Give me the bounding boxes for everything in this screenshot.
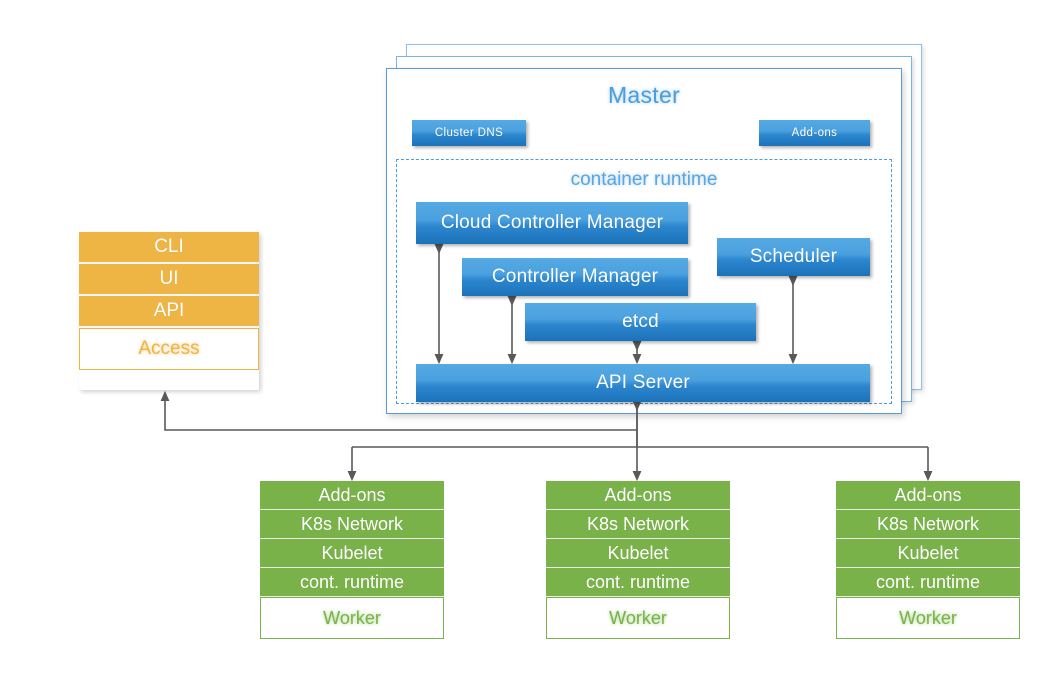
container-runtime-title: container runtime	[570, 169, 718, 190]
worker-1-row-k8s-network[interactable]: K8s Network	[260, 510, 444, 539]
container-runtime-boundary	[396, 159, 892, 404]
worker-node-3: Add-ons K8s Network Kubelet cont. runtim…	[836, 481, 1020, 653]
worker-2-row-addons[interactable]: Add-ons	[546, 481, 730, 510]
worker-3-row-kubelet[interactable]: Kubelet	[836, 539, 1020, 568]
access-footer-label: Access	[79, 328, 259, 370]
worker-1-row-cont-runtime[interactable]: cont. runtime	[260, 568, 444, 597]
cluster-dns-box[interactable]: Cluster DNS	[412, 120, 526, 146]
worker-2-row-kubelet[interactable]: Kubelet	[546, 539, 730, 568]
cloud-controller-manager-box[interactable]: Cloud Controller Manager	[416, 202, 688, 244]
access-panel: CLI UI API Access	[79, 232, 259, 390]
worker-node-2: Add-ons K8s Network Kubelet cont. runtim…	[546, 481, 730, 653]
worker-3-row-addons[interactable]: Add-ons	[836, 481, 1020, 510]
controller-manager-box[interactable]: Controller Manager	[462, 258, 688, 296]
access-row-ui[interactable]: UI	[79, 264, 259, 296]
worker-3-row-cont-runtime[interactable]: cont. runtime	[836, 568, 1020, 597]
access-row-api[interactable]: API	[79, 296, 259, 328]
master-addons-box[interactable]: Add-ons	[759, 120, 870, 146]
worker-1-footer-label: Worker	[260, 597, 444, 639]
worker-2-footer-label: Worker	[546, 597, 730, 639]
api-server-box[interactable]: API Server	[416, 364, 870, 402]
access-row-cli[interactable]: CLI	[79, 232, 259, 264]
worker-1-row-addons[interactable]: Add-ons	[260, 481, 444, 510]
worker-3-row-k8s-network[interactable]: K8s Network	[836, 510, 1020, 539]
worker-2-row-cont-runtime[interactable]: cont. runtime	[546, 568, 730, 597]
scheduler-box[interactable]: Scheduler	[717, 238, 870, 276]
master-title: Master	[607, 82, 681, 108]
worker-3-footer-label: Worker	[836, 597, 1020, 639]
worker-1-row-kubelet[interactable]: Kubelet	[260, 539, 444, 568]
worker-2-row-k8s-network[interactable]: K8s Network	[546, 510, 730, 539]
etcd-box[interactable]: etcd	[525, 303, 756, 341]
worker-node-1: Add-ons K8s Network Kubelet cont. runtim…	[260, 481, 444, 653]
